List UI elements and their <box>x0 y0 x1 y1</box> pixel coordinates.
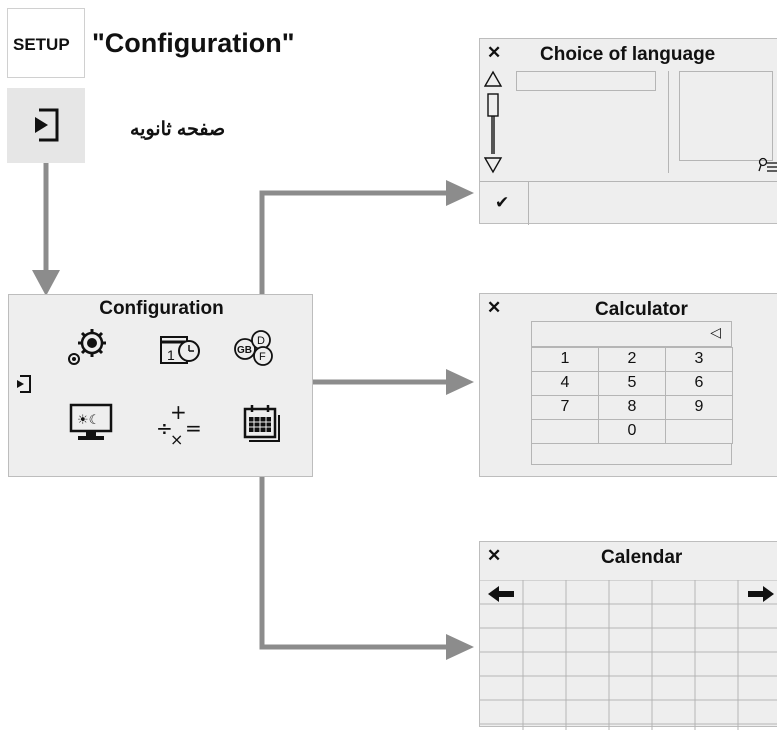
backspace-icon[interactable]: ◁ <box>710 325 721 341</box>
key-blank <box>531 419 599 444</box>
language-footer-separator <box>528 181 529 225</box>
key-0[interactable]: 0 <box>598 419 666 444</box>
svg-text:÷: ÷ <box>156 416 173 440</box>
key-9[interactable]: 9 <box>665 395 733 420</box>
calendar-prev-arrow-icon[interactable] <box>488 586 516 602</box>
svg-text:+: + <box>170 400 187 424</box>
svg-text:D: D <box>257 335 265 347</box>
svg-text:×: × <box>170 430 183 447</box>
key-1[interactable]: 1 <box>531 347 599 372</box>
small-exit-icon[interactable] <box>16 375 32 393</box>
svg-text:=: = <box>185 416 202 440</box>
calculator-icon[interactable]: + ÷ × = <box>154 399 204 447</box>
configuration-title: Configuration <box>99 298 224 319</box>
display-day-night-icon[interactable]: ☀☾ <box>69 403 115 443</box>
exit-icon <box>35 108 59 142</box>
key-4[interactable]: 4 <box>531 371 599 396</box>
key-8[interactable]: 8 <box>598 395 666 420</box>
svg-text:GB: GB <box>237 345 252 356</box>
calendar-title: Calendar <box>601 547 683 568</box>
calculator-display: ◁ <box>531 321 732 347</box>
key-2[interactable]: 2 <box>598 347 666 372</box>
date-time-icon[interactable]: 1 <box>159 333 203 365</box>
svg-text:☀☾: ☀☾ <box>77 413 100 428</box>
languages-icon[interactable]: GB D F <box>231 329 281 367</box>
svg-text:1: 1 <box>167 347 175 363</box>
language-footer-divider <box>480 181 777 182</box>
calendar-close-icon[interactable]: ✕ <box>487 546 502 565</box>
keypad-row: 0 <box>531 419 733 444</box>
configuration-panel: Configuration 1 GB D F <box>8 294 313 477</box>
search-list-icon[interactable] <box>758 157 777 173</box>
language-close-icon[interactable]: ✕ <box>487 43 502 62</box>
key-5[interactable]: 5 <box>598 371 666 396</box>
calculator-title: Calculator <box>595 299 688 320</box>
calculator-result-row <box>531 443 732 465</box>
language-panel: ✕ Choice of language ✔ <box>479 38 777 225</box>
key-6[interactable]: 6 <box>665 371 733 396</box>
language-divider <box>668 71 669 173</box>
key-3[interactable]: 3 <box>665 347 733 372</box>
key-7[interactable]: 7 <box>531 395 599 420</box>
arrow-config-to-calendar <box>259 450 448 650</box>
exit-icon-box[interactable] <box>7 88 85 163</box>
secondary-page-label: صفحه ثانویه <box>130 119 226 140</box>
language-list-field[interactable] <box>516 71 656 91</box>
language-scrollbar[interactable] <box>484 70 504 174</box>
key-blank <box>665 419 733 444</box>
confirm-check-icon[interactable]: ✔ <box>495 193 510 213</box>
language-title: Choice of language <box>540 44 716 65</box>
page-title: "Configuration" <box>92 28 295 58</box>
language-preview-box <box>679 71 773 161</box>
arrow-config-to-language <box>259 190 448 318</box>
calendar-panel: ✕ Calendar <box>479 541 777 730</box>
svg-text:F: F <box>259 351 266 363</box>
setup-label-box: SETUP <box>7 8 85 78</box>
calendar-grid <box>480 580 777 730</box>
calculator-close-icon[interactable]: ✕ <box>487 298 502 317</box>
settings-gears-icon[interactable] <box>64 329 112 367</box>
setup-label: SETUP <box>13 35 70 54</box>
calendar-icon[interactable] <box>239 403 283 443</box>
calendar-next-arrow-icon[interactable] <box>746 586 774 602</box>
